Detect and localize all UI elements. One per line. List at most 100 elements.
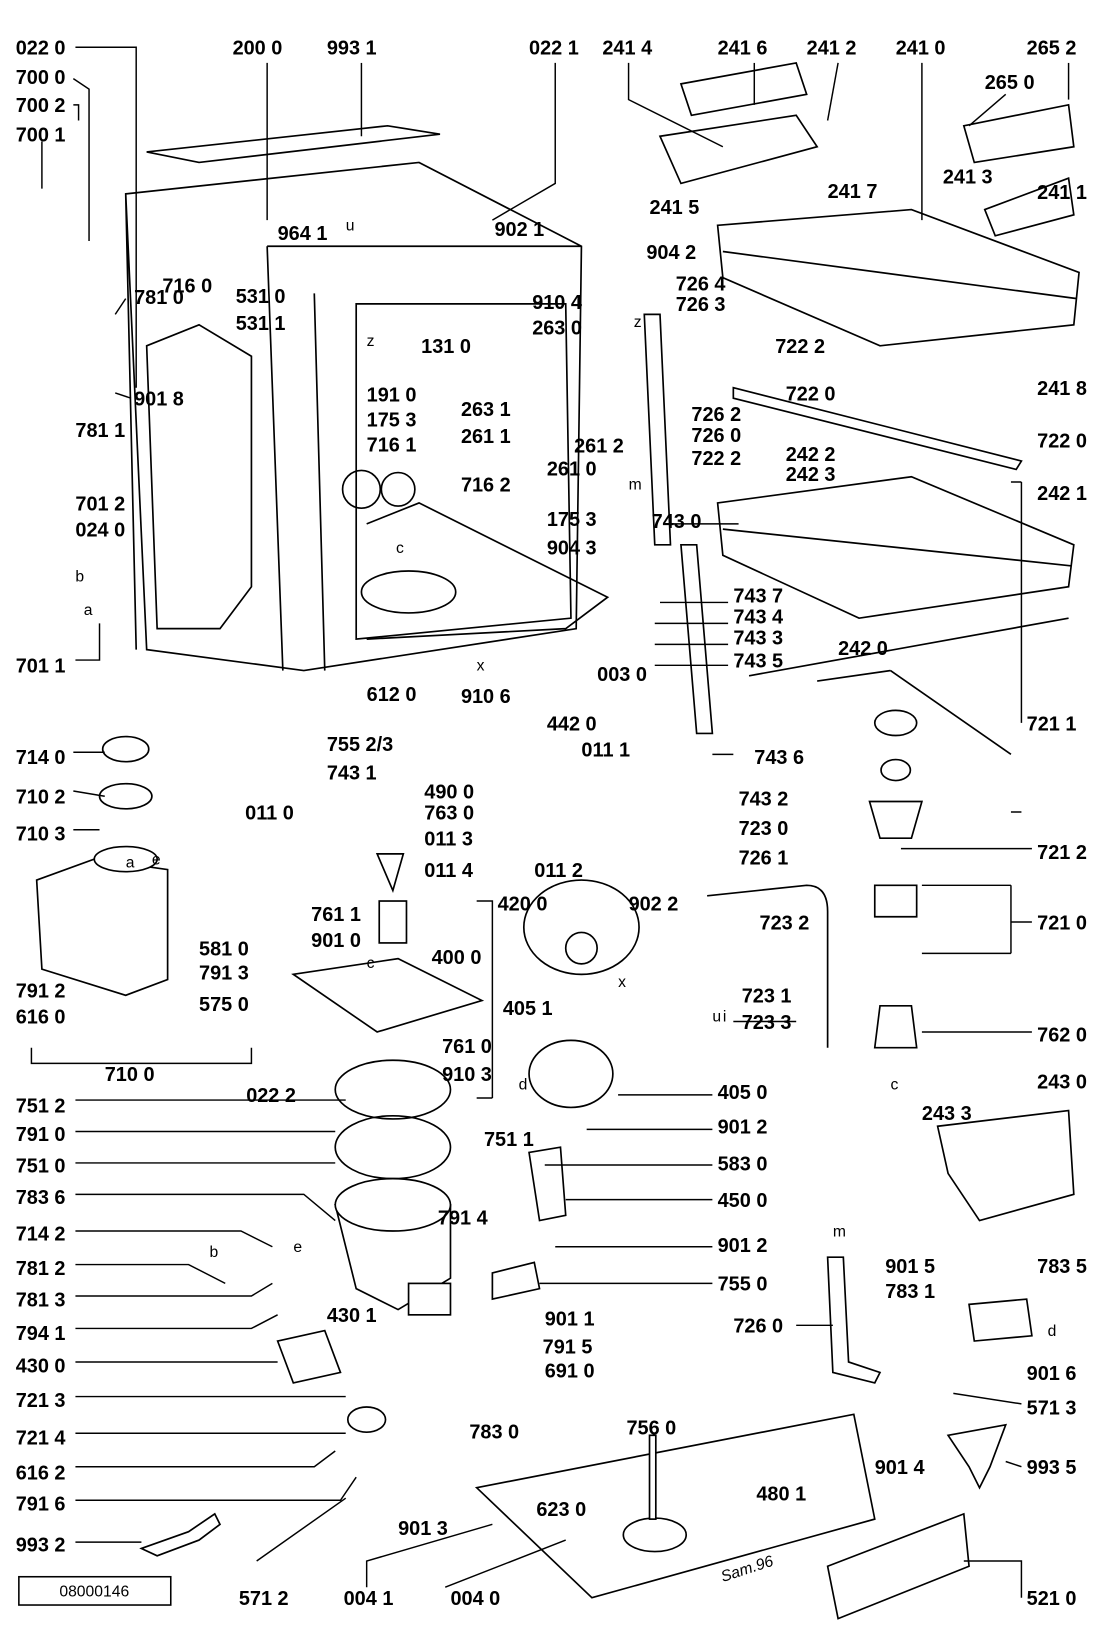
part-label: 710 0	[105, 1064, 155, 1086]
heater-hose	[528, 1146, 567, 1222]
leader-line	[72, 78, 90, 242]
part-label: 531 0	[236, 286, 286, 308]
leader-line	[115, 392, 132, 399]
part-label: 700 1	[16, 124, 66, 146]
part-label: 241 3	[943, 166, 993, 188]
leader-line	[953, 1392, 1022, 1405]
part-label: 521 0	[1027, 1588, 1077, 1610]
part-label: 756 0	[626, 1417, 676, 1439]
part-label: 791 3	[199, 963, 249, 985]
inlet-valve	[968, 1298, 1033, 1342]
part-label: 781 0	[134, 287, 184, 309]
leader-line	[492, 62, 556, 221]
part-label: 791 2	[16, 980, 66, 1002]
leader-lines	[30, 46, 1070, 1598]
part-label: 902 2	[629, 893, 679, 915]
part-label: 011 0	[245, 802, 294, 824]
motor-hub	[564, 931, 598, 965]
reference-letter: b	[210, 1244, 219, 1261]
part-label: 714 0	[16, 747, 66, 769]
part-label: 723 3	[742, 1012, 792, 1034]
part-label: 241 8	[1037, 378, 1087, 400]
part-label: 781 1	[75, 420, 125, 442]
part-label: 022 1	[529, 38, 579, 60]
float-disc	[622, 1517, 688, 1553]
part-label: 743 7	[733, 585, 783, 607]
part-label: 490 0	[424, 781, 474, 803]
part-label: 751 2	[16, 1096, 66, 1118]
side-panel	[145, 323, 253, 630]
reference-letter: x	[477, 658, 485, 675]
part-label: 242 3	[786, 464, 836, 486]
part-label: 904 3	[547, 537, 597, 559]
part-label: 701 2	[75, 493, 125, 515]
part-label: 004 0	[450, 1588, 500, 1610]
leader-line	[75, 1282, 273, 1297]
drawing-number: 08000146	[59, 1584, 129, 1601]
leader-line	[75, 1476, 357, 1501]
part-label: 531 1	[236, 313, 286, 335]
part-label: 901 4	[875, 1457, 925, 1479]
part-label: 242 2	[786, 444, 836, 466]
part-label: 901 1	[545, 1308, 595, 1330]
reference-letter: e	[293, 1239, 302, 1256]
part-label: 616 0	[16, 1007, 66, 1029]
part-label: 964 1	[278, 223, 328, 245]
wash-motor	[522, 879, 640, 976]
part-label: 405 1	[503, 998, 553, 1020]
leader-line	[75, 1263, 226, 1285]
part-label: 011 2	[534, 860, 583, 882]
part-label: 442 0	[547, 713, 597, 735]
sump-gasket-upper	[334, 1059, 452, 1120]
part-label: 716 1	[367, 435, 417, 457]
part-label: 743 2	[739, 789, 789, 811]
part-label: 011 4	[424, 860, 473, 882]
cutlery-tray	[658, 114, 819, 185]
part-label: 751 1	[484, 1129, 534, 1151]
part-label: 701 1	[16, 656, 66, 678]
part-label: 004 1	[344, 1588, 394, 1610]
part-label: 241 7	[828, 181, 878, 203]
part-label: 721 3	[16, 1390, 66, 1412]
part-label: 791 4	[438, 1208, 488, 1230]
part-label: 721 0	[1037, 912, 1087, 934]
part-label: 450 0	[718, 1190, 768, 1212]
part-label: 910 3	[442, 1064, 492, 1086]
part-label: 783 6	[16, 1187, 66, 1209]
heater-element	[407, 1282, 452, 1316]
part-label: 710 3	[16, 823, 66, 845]
part-label: 022 0	[16, 38, 66, 60]
part-label: 405 0	[718, 1082, 768, 1104]
part-label: 726 4	[676, 273, 726, 295]
reference-letter: u	[346, 218, 355, 235]
softener-ring	[98, 782, 153, 810]
reference-letter: c	[890, 1077, 898, 1094]
part-label: 716 0	[162, 275, 212, 297]
part-label: 263 1	[461, 399, 511, 421]
part-label: 480 1	[756, 1483, 806, 1505]
tine-rack	[679, 61, 808, 117]
part-label: 722 0	[1037, 430, 1087, 452]
part-label: 721 2	[1037, 842, 1087, 864]
hub-filter	[868, 800, 924, 840]
part-label: 623 0	[536, 1499, 586, 1521]
part-label: 743 3	[733, 627, 783, 649]
leader-line	[921, 884, 1032, 955]
reference-letter: u	[712, 1009, 721, 1026]
drawing-number-box	[18, 1575, 172, 1606]
part-label: 691 0	[545, 1361, 595, 1383]
part-label: 783 5	[1037, 1256, 1087, 1278]
spray-wheel	[380, 471, 416, 507]
part-label: 726 0	[733, 1316, 783, 1338]
part-label: 743 0	[652, 511, 702, 533]
leader-line	[114, 298, 127, 315]
part-label: 241 6	[718, 38, 768, 60]
part-label: 265 0	[985, 72, 1035, 94]
drain-pump	[276, 1329, 342, 1384]
part-label: 721 1	[1027, 713, 1077, 735]
part-label: 993 1	[327, 38, 377, 60]
part-label: 901 2	[718, 1235, 768, 1257]
leader-line	[75, 1450, 336, 1468]
